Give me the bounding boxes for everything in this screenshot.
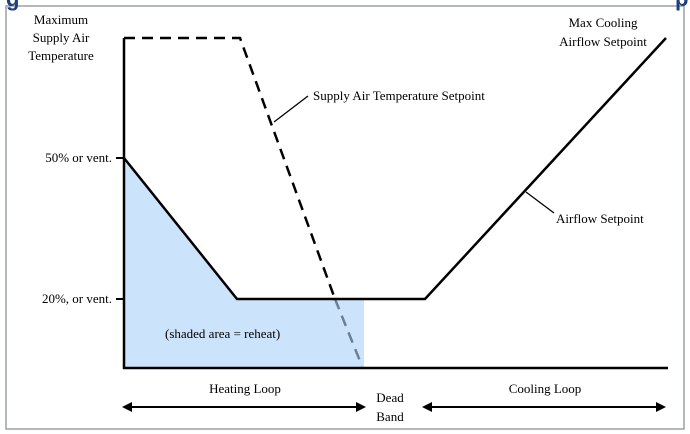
dead-band-label-line2: Band <box>376 409 404 424</box>
fifty-percent-label: 50% or vent. <box>45 150 112 165</box>
airflow-setpoint-line <box>123 37 667 301</box>
heating-loop-arrowhead-left <box>122 402 132 412</box>
supply-air-temp-setpoint-line <box>124 36 337 300</box>
heating-loop-arrowhead-right <box>356 402 366 412</box>
heating-loop-label: Heating Loop <box>209 381 281 396</box>
cooling-loop-arrowhead-right <box>656 402 666 412</box>
twenty-percent-label: 20%, or vent. <box>42 291 112 306</box>
max-cooling-label-line1: Max Cooling <box>569 15 638 30</box>
cooling-loop-label: Cooling Loop <box>509 381 582 396</box>
title-fragment-left: g <box>6 0 19 11</box>
max-supply-air-label-line2: Supply Air <box>33 30 90 45</box>
airflow-leader-line <box>525 191 555 214</box>
supply-air-leader-line <box>273 95 309 123</box>
max-supply-air-label-line3: Temperature <box>28 48 94 63</box>
supply-air-temp-setpoint-line-lower <box>333 298 364 367</box>
supply-air-temp-setpoint-label: Supply Air Temperature Setpoint <box>313 88 485 103</box>
title-fragment-right: p <box>675 0 688 11</box>
diagram-border <box>5 5 685 430</box>
cooling-loop-arrowhead-left <box>422 402 432 412</box>
airflow-setpoint-label: Airflow Setpoint <box>556 211 644 226</box>
shaded-area-label: (shaded area = reheat) <box>165 326 280 341</box>
max-supply-air-label-line1: Maximum <box>34 12 88 27</box>
max-cooling-label-line2: Airflow Setpoint <box>559 34 647 49</box>
dead-band-label-line1: Dead <box>376 390 404 405</box>
reheat-shaded-area <box>124 158 364 368</box>
